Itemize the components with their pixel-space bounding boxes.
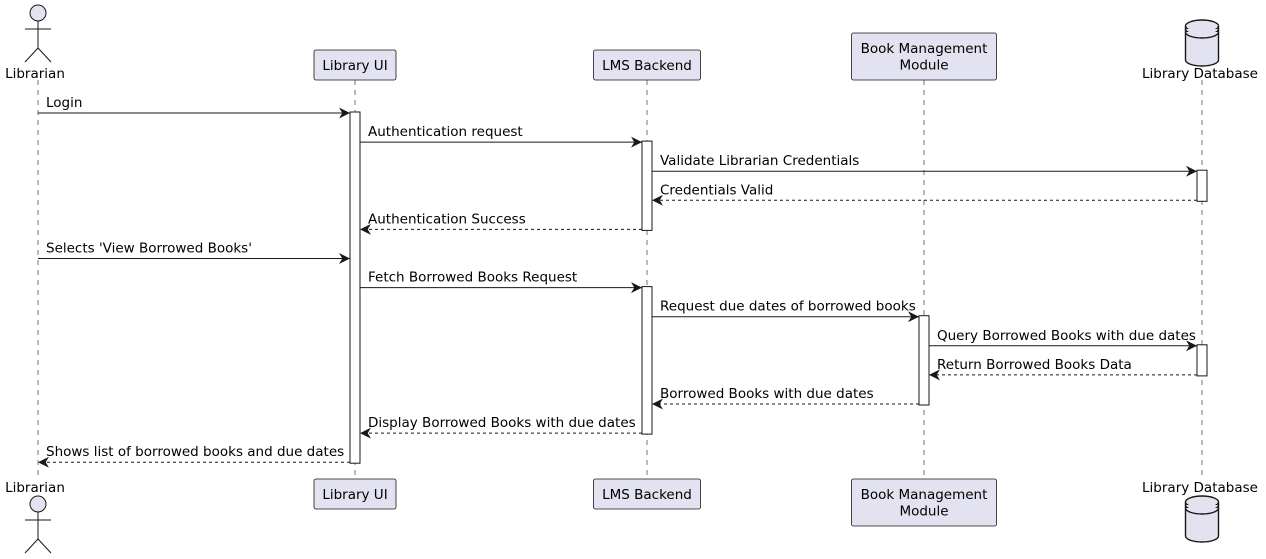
activation-bar-ui [349, 111, 361, 464]
participant-box [593, 478, 701, 510]
participant-label: Book Management [861, 41, 988, 57]
activation-bar-backend [641, 140, 653, 231]
participant-librarian-top: Librarian [5, 4, 65, 82]
message-label: Login [46, 95, 82, 111]
participant-backend-bottom: LMS Backend [593, 478, 701, 510]
participant-ui-top: Library UI [313, 49, 397, 81]
participant-label: Library Database [1142, 480, 1258, 496]
message-label: Authentication request [368, 124, 523, 140]
participant-backend-top: LMS Backend [593, 49, 701, 81]
message-label: Display Borrowed Books with due dates [368, 415, 636, 431]
participant-label: Librarian [5, 66, 65, 82]
message-label: Return Borrowed Books Data [937, 357, 1132, 373]
message-label: Query Borrowed Books with due dates [937, 328, 1196, 344]
message-label: Shows list of borrowed books and due dat… [46, 444, 344, 460]
participant-label: Librarian [5, 480, 65, 496]
participant-librarian-bottom: Librarian [5, 480, 65, 554]
participant-box [851, 32, 997, 81]
message-label: Authentication Success [368, 211, 526, 227]
message-label: Request due dates of borrowed books [660, 299, 916, 315]
participant-box [851, 478, 997, 527]
message-label: Credentials Valid [660, 182, 773, 198]
participant-db-top: Library Database [1142, 19, 1258, 82]
participant-box [313, 49, 397, 81]
participant-box [313, 478, 397, 510]
participant-label: Book Management [861, 487, 988, 503]
message-label: Borrowed Books with due dates [660, 386, 874, 402]
message-label: Validate Librarian Credentials [660, 153, 859, 169]
activation-bar-db [1196, 344, 1208, 377]
participant-db-bottom: Library Database [1142, 480, 1258, 543]
message-label: Selects 'View Borrowed Books' [46, 241, 252, 257]
message-label: Fetch Borrowed Books Request [368, 270, 577, 286]
participant-label: Module [899, 58, 948, 74]
participant-label: LMS Backend [602, 58, 692, 74]
participant-label: LMS Backend [602, 487, 692, 503]
database-icon [1184, 495, 1220, 543]
activation-bar-db [1196, 169, 1208, 202]
participant-ui-bottom: Library UI [313, 478, 397, 510]
actor-icon [24, 495, 52, 554]
actor-icon [24, 4, 52, 63]
activation-bar-bmm [918, 315, 930, 406]
participant-label: Library UI [322, 487, 387, 503]
activation-bar-backend [641, 286, 653, 435]
participant-label: Module [899, 504, 948, 520]
participant-label: Library Database [1142, 66, 1258, 82]
database-icon [1184, 19, 1220, 67]
participant-label: Library UI [322, 58, 387, 74]
participant-box [593, 49, 701, 81]
